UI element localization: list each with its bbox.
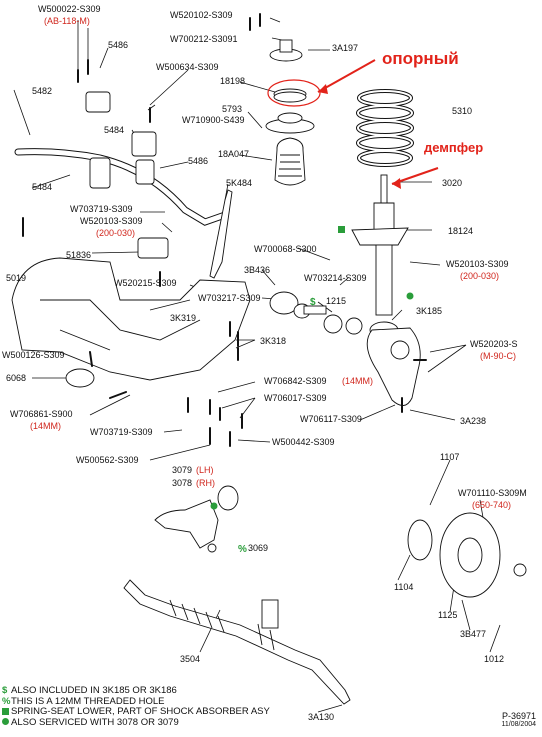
label-w703719-low: W703719-S309 (90, 427, 153, 437)
label-3k185: 3K185 (416, 306, 442, 316)
label-3020: 3020 (442, 178, 462, 188)
legend-text: ALSO INCLUDED IN 3K185 OR 3K186 (11, 685, 177, 696)
label-18124: 18124 (448, 226, 473, 236)
label-w500022: W500022-S309 (38, 4, 101, 14)
label-5484-low: 5484 (32, 182, 52, 192)
label-w500562: W500562-S309 (76, 455, 139, 465)
label-1012: 1012 (484, 654, 504, 664)
square-icon (338, 226, 345, 233)
legend-text: THIS IS A 12MM THREADED HOLE (11, 695, 165, 707)
reference-code: P-36971 (501, 711, 536, 721)
label-m90c: (M-90-C) (480, 351, 516, 361)
label-3b477: 3B477 (460, 629, 486, 639)
label-w700068: W700068-S300 (254, 244, 317, 254)
legend-text: SPRING-SEAT LOWER, PART OF SHOCK ABSORBE… (11, 706, 270, 717)
label-3069: 3069 (248, 543, 268, 553)
legend-item: %THIS IS A 12MM THREADED HOLE (2, 695, 270, 708)
russian-label-support: опорный (382, 49, 459, 68)
label-14mm-left: (14MM) (30, 421, 61, 431)
label-ab118m: (AB-118-M) (44, 16, 90, 26)
label-5019: 5019 (6, 273, 26, 283)
label-18a047: 18A047 (218, 149, 249, 159)
dot-icon-arm (210, 502, 218, 510)
percent-icon: % (238, 544, 247, 555)
label-5310: 5310 (452, 106, 472, 116)
label-lh: (LH) (196, 465, 214, 475)
label-3a238: 3A238 (460, 416, 486, 426)
label-3a197: 3A197 (332, 43, 358, 53)
label-5486-mid: 5486 (188, 156, 208, 166)
label-w703719-top: W703719-S309 (70, 204, 133, 214)
label-w500634: W500634-S309 (156, 62, 219, 72)
label-w703217: W703217-S309 (198, 293, 261, 303)
label-w520215: W520215-S309 (114, 278, 177, 288)
label-3a130: 3A130 (308, 712, 334, 722)
dot-icon (406, 292, 414, 300)
russian-label-damper: демпфер (424, 140, 483, 155)
label-w706842: W706842-S309 (264, 376, 327, 386)
label-w500126: W500126-S309 (2, 350, 65, 360)
dollar-icon: $ (2, 685, 8, 696)
label-3078: 3078 (172, 478, 192, 488)
reference-date: 11/08/2004 (501, 721, 536, 728)
label-1107: 1107 (440, 452, 459, 462)
label-1104: 1104 (394, 582, 413, 592)
reference-block: P-36971 11/08/2004 (501, 711, 536, 728)
label-w703214: W703214-S309 (304, 273, 367, 283)
label-w700212: W700212-S3091 (170, 34, 238, 44)
label-5k484: 5K484 (226, 178, 252, 188)
label-w520103-right: W520103-S309 (446, 259, 509, 269)
label-w520103-left: W520103-S309 (80, 216, 143, 226)
legend-item: ALSO SERVICED WITH 3078 OR 3079 (2, 716, 270, 729)
legend-item: SPRING-SEAT LOWER, PART OF SHOCK ABSORBE… (2, 706, 270, 718)
label-1215: 1215 (326, 296, 346, 306)
label-3079: 3079 (172, 465, 192, 475)
label-rh: (RH) (196, 478, 215, 488)
percent-icon: % (2, 695, 11, 707)
label-51836: 51836 (66, 250, 91, 260)
label-200030-left: (200-030) (96, 228, 135, 238)
label-w520102: W520102-S309 (170, 10, 233, 20)
dollar-icon: $ (310, 297, 316, 308)
label-200030-right: (200-030) (460, 271, 499, 281)
label-3b436: 3B436 (244, 265, 270, 275)
label-3k318: 3K318 (260, 336, 286, 346)
label-650740: (650-740) (472, 500, 511, 510)
label-w710900: W710900-S439 (182, 115, 245, 125)
label-3504: 3504 (180, 654, 200, 664)
label-w520203: W520203-S (470, 339, 518, 349)
label-w706861: W706861-S900 (10, 409, 73, 419)
legend-text: ALSO SERVICED WITH 3078 OR 3079 (11, 716, 179, 728)
label-w706117: W706117-S309 (300, 414, 362, 424)
label-5482: 5482 (32, 86, 52, 96)
legend-item: $ALSO INCLUDED IN 3K185 OR 3K186 (2, 685, 270, 697)
dot-icon (2, 718, 9, 726)
label-5486-top: 5486 (108, 40, 128, 50)
label-6068: 6068 (6, 373, 26, 383)
label-5793: 5793 (222, 104, 242, 114)
label-w701110: W701110-S309M (458, 488, 527, 498)
label-1125: 1125 (438, 610, 457, 620)
label-3k319: 3K319 (170, 313, 196, 323)
label-18198: 18198 (220, 76, 245, 86)
label-5484-mid: 5484 (104, 125, 124, 135)
label-w706017: W706017-S309 (264, 393, 327, 403)
label-14mm-right: (14MM) (342, 376, 373, 386)
square-icon (2, 707, 9, 715)
legend: $ALSO INCLUDED IN 3K185 OR 3K186 %THIS I… (2, 685, 270, 729)
label-w500442: W500442-S309 (272, 437, 335, 447)
